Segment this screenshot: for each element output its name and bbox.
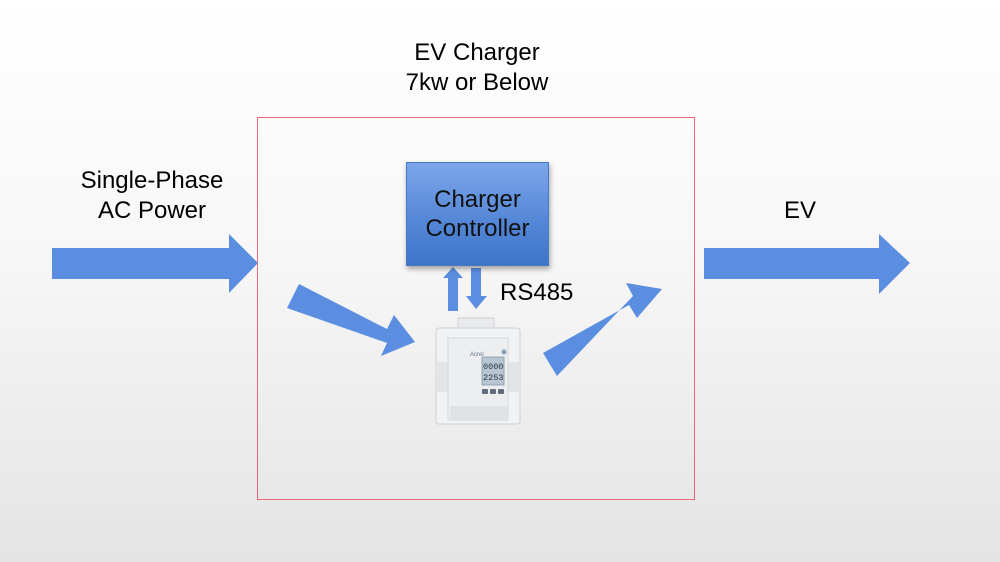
rs485-up-arrow (443, 267, 463, 311)
ev-charger-enclosure (257, 117, 695, 500)
input-power-label: Single-Phase AC Power (62, 166, 242, 226)
title-line-2: 7kw or Below (405, 69, 549, 96)
meter-output-arrow (543, 283, 662, 376)
meter-lcd-display (481, 356, 505, 386)
output-ev-label: EV (783, 197, 816, 224)
meter-input-arrow (287, 284, 415, 356)
controller-line-2: Controller (425, 215, 530, 242)
charger-controller-block: Charger Controller (406, 162, 549, 266)
input-label-line-1: Single-Phase (80, 167, 224, 194)
meter-lcd-line-2: 2253 (483, 373, 503, 383)
charger-controller-label: Charger Controller (425, 185, 529, 243)
meter-brand-text: Acrel (470, 352, 484, 358)
diagram-title: EV Charger 7kw or Below (377, 38, 577, 98)
output-arrow (704, 234, 910, 294)
meter-button-3 (498, 389, 504, 394)
rs485-down-arrow (466, 268, 487, 309)
input-label-line-2: AC Power (97, 197, 207, 224)
energy-meter: Acrel 0000 2253 (435, 317, 521, 425)
meter-indicator-light (501, 349, 507, 355)
meter-lcd-line-1: 0000 (483, 362, 503, 372)
rs485-label: RS485 (500, 279, 574, 306)
input-arrow (52, 234, 258, 293)
meter-button-2 (490, 389, 496, 394)
title-line-1: EV Charger (414, 39, 540, 66)
controller-line-1: Charger (434, 186, 521, 213)
meter-button-1 (482, 389, 488, 394)
